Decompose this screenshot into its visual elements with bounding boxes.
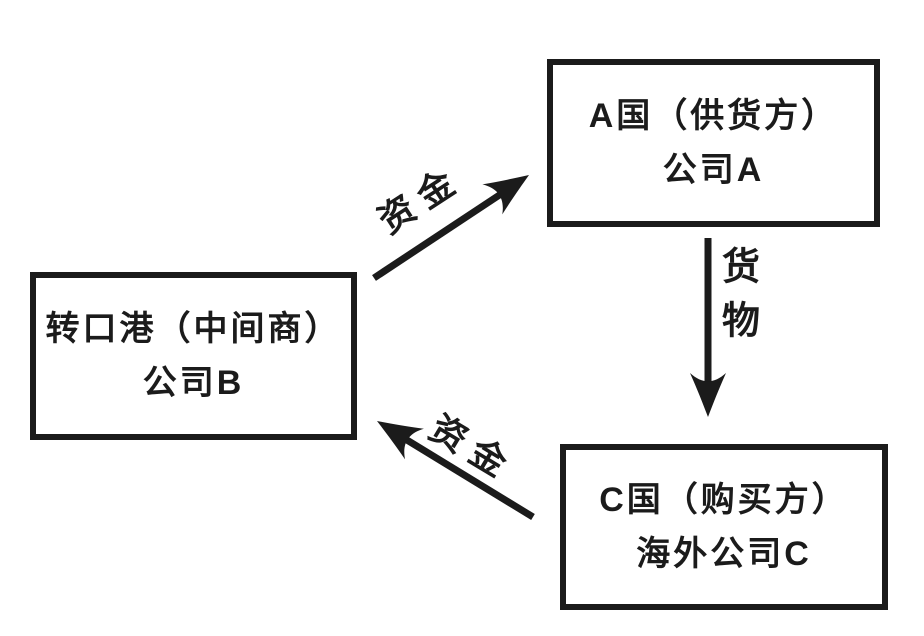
funds-arrow-c-to-b — [377, 421, 535, 520]
node-middleman-line1: 转口港（中间商） — [45, 310, 342, 348]
arrowhead-up-left-icon — [377, 421, 424, 460]
arrowhead-up-right-icon — [482, 175, 529, 215]
node-buyer-country-c: C国（购买方） 海外公司C — [560, 444, 888, 610]
arrowhead-down-icon — [690, 373, 726, 417]
node-buyer-line2: 海外公司C — [636, 535, 812, 573]
node-middleman-transit-port: 转口港（中间商） 公司B — [30, 272, 357, 440]
node-middleman-line2: 公司B — [142, 364, 245, 402]
funds-arrow-b-to-a — [372, 175, 529, 281]
node-buyer-line1: C国（购买方） — [599, 481, 849, 519]
node-supplier-country-a: A国（供货方） 公司A — [547, 59, 880, 227]
edge-label-goods-a-to-c: 货物 — [715, 246, 758, 354]
node-supplier-line2: 公司A — [662, 151, 765, 189]
goods-arrow-a-to-c — [690, 238, 726, 417]
node-supplier-line1: A国（供货方） — [588, 97, 839, 135]
